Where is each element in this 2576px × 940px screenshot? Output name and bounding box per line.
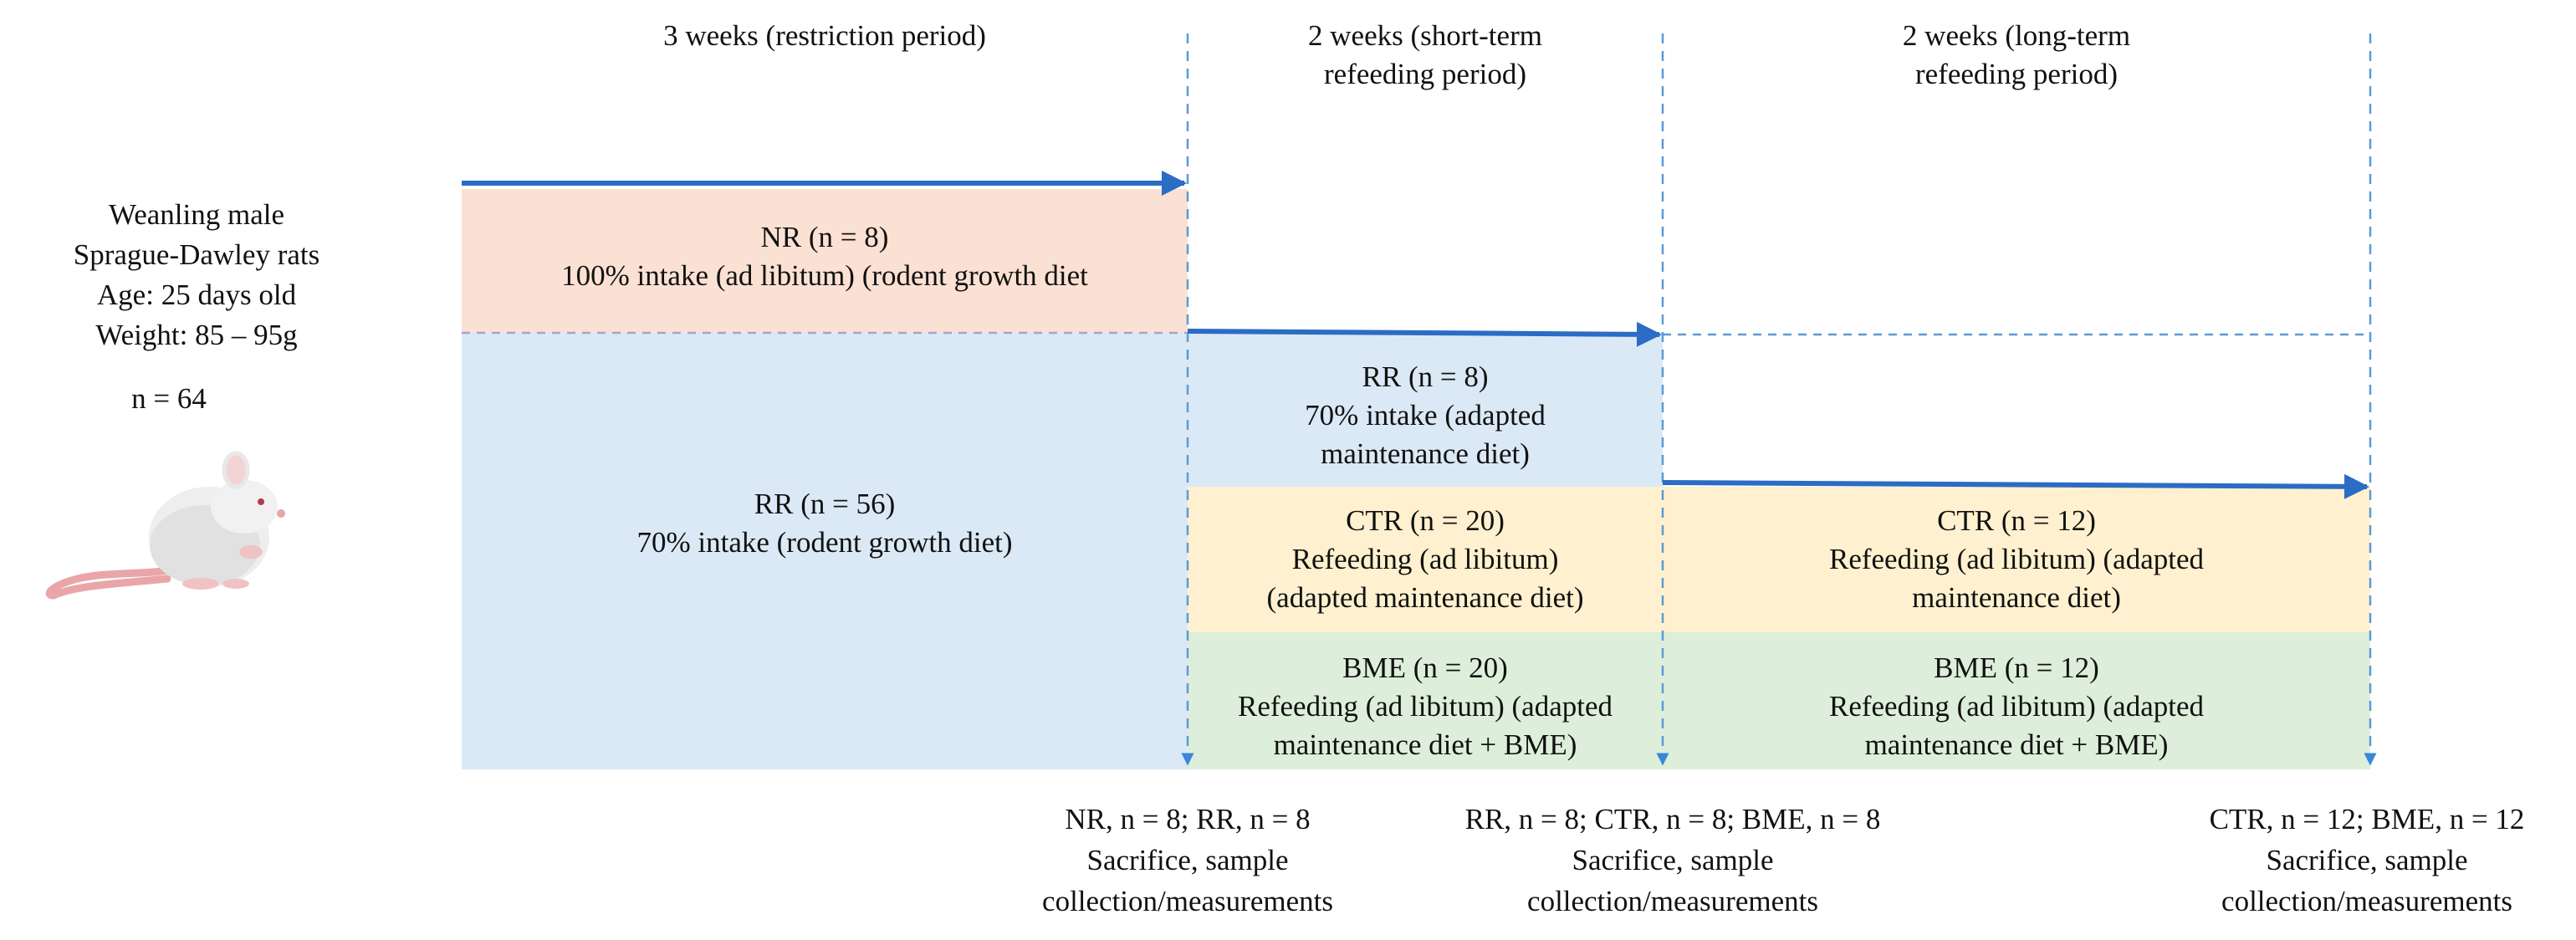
arrow-long-term <box>1662 473 2369 499</box>
ctr-short-term-label: CTR (n = 20) Refeeding (ad libitum) (ada… <box>1266 504 1584 614</box>
rr-restriction-label: RR (n = 56) 70% intake (rodent growth di… <box>636 488 1013 559</box>
endpoint-short-term: NR, n = 8; RR, n = 8 Sacrifice, sample c… <box>1042 803 1333 917</box>
bme-short-term-block <box>1188 632 1663 769</box>
ctr-short-term-block <box>1188 487 1663 632</box>
period-header-long-term: 2 weeks (long-term refeeding period) <box>1902 19 2131 90</box>
bme-long-term-label: BME (n = 12) Refeeding (ad libitum) (ada… <box>1828 651 2205 761</box>
rr-short-term-label: RR (n = 8) 70% intake (adapted maintenan… <box>1305 360 1546 470</box>
subjects-description: Weanling male Sprague-Dawley rats Age: 2… <box>73 198 320 351</box>
endpoint-final: CTR, n = 12; BME, n = 12 Sacrifice, samp… <box>2209 803 2525 917</box>
ctr-long-term-block <box>1663 487 2370 632</box>
ctr-long-term-label: CTR (n = 12) Refeeding (ad libitum) (ada… <box>1828 504 2205 614</box>
rat-illustration <box>45 451 285 600</box>
nr-group-label: NR (n = 8) 100% intake (ad libitum) (rod… <box>561 221 1088 292</box>
rr-short-term-block <box>1188 333 1663 487</box>
nr-group-block <box>462 189 1188 333</box>
bme-short-term-label: BME (n = 20) Refeeding (ad libitum) (ada… <box>1237 651 1613 761</box>
endpoint-long-term: RR, n = 8; CTR, n = 8; BME, n = 8 Sacrif… <box>1464 803 1881 917</box>
bme-long-term-block <box>1663 632 2370 769</box>
arrow-short-term <box>1187 321 1662 347</box>
period-header-restriction: 3 weeks (restriction period) <box>663 19 986 52</box>
period-header-short-term: 2 weeks (short-term refeeding period) <box>1308 19 1542 90</box>
subjects-count: n = 64 <box>131 382 207 415</box>
rr-restriction-block <box>462 333 1188 769</box>
